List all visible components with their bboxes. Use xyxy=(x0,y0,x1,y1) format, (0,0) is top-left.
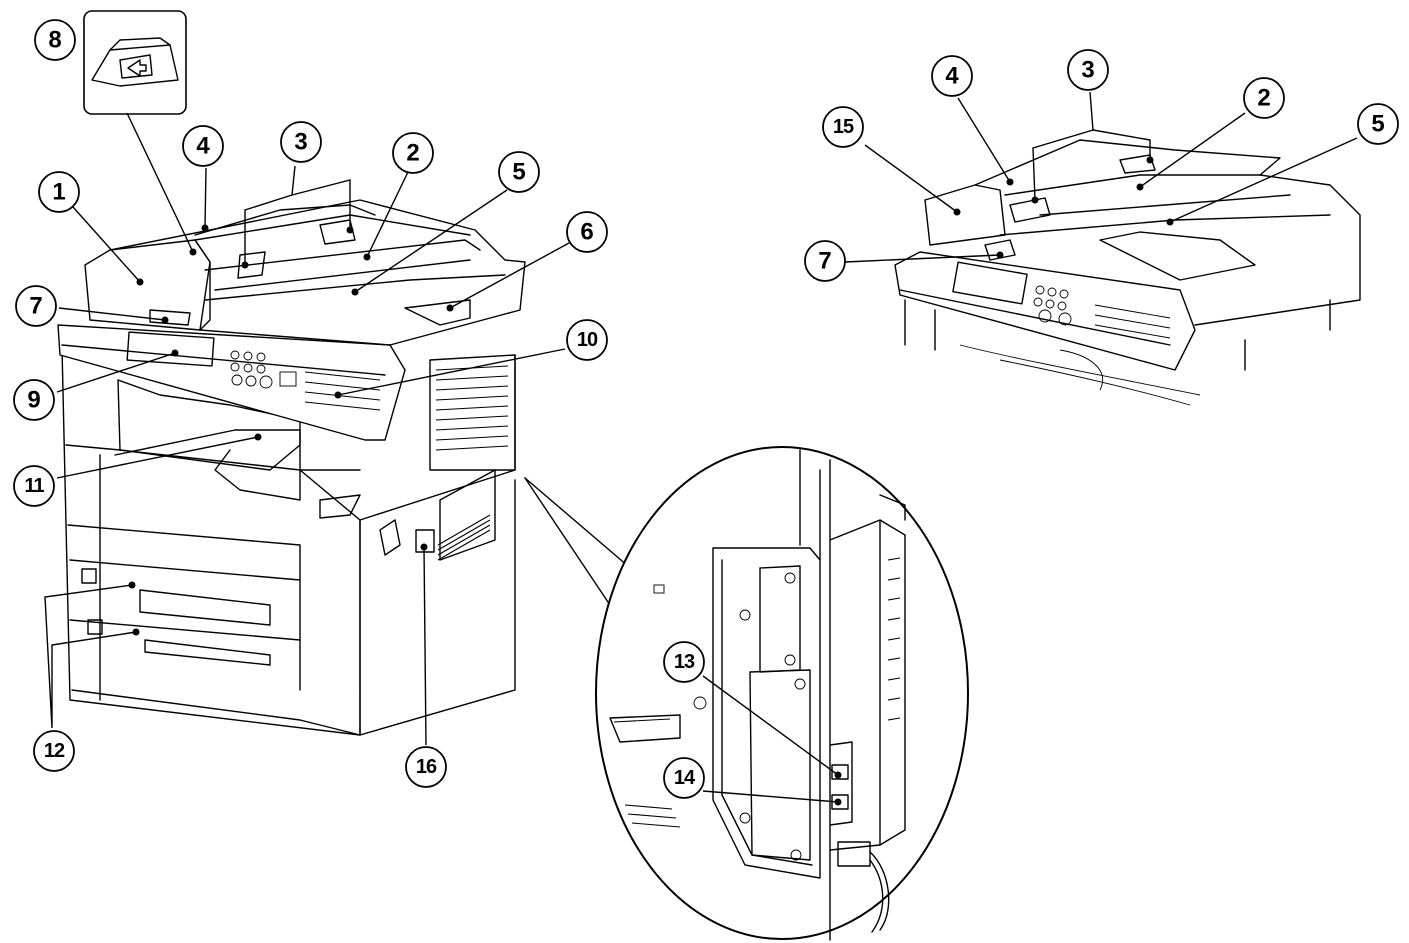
vent-grille xyxy=(437,514,491,561)
svg-text:2: 2 xyxy=(406,140,419,167)
svg-text:7: 7 xyxy=(29,293,42,320)
svg-text:7: 7 xyxy=(818,248,831,275)
svg-text:11: 11 xyxy=(24,475,44,497)
svg-text:14: 14 xyxy=(674,767,696,789)
callout-16: 16 xyxy=(405,746,447,788)
callout-13: 13 xyxy=(663,641,705,683)
finisher-inset xyxy=(83,10,187,115)
callout-4-main: 4 xyxy=(182,125,224,167)
svg-text:10: 10 xyxy=(577,329,598,351)
svg-text:4: 4 xyxy=(945,63,959,90)
svg-text:5: 5 xyxy=(1371,111,1384,138)
main-copier-illustration xyxy=(57,199,526,736)
connector-detail-zoom xyxy=(524,446,969,941)
callout-2-alt: 2 xyxy=(1243,77,1285,119)
svg-text:4: 4 xyxy=(196,133,210,160)
detail-vent xyxy=(887,557,901,721)
leader-lines xyxy=(44,91,1358,806)
alternate-copier-illustration xyxy=(894,139,1361,406)
svg-text:13: 13 xyxy=(674,651,695,673)
svg-text:12: 12 xyxy=(44,740,65,762)
svg-text:8: 8 xyxy=(48,27,61,54)
callout-11: 11 xyxy=(13,465,55,507)
svg-text:9: 9 xyxy=(27,387,40,414)
callout-7-main: 7 xyxy=(15,285,57,327)
callouts: 1 2 3 4 5 6 7 8 9 10 11 12 16 15 4 3 2 5… xyxy=(13,19,1399,799)
svg-text:6: 6 xyxy=(580,219,593,246)
svg-text:1: 1 xyxy=(52,179,65,206)
panel-keys xyxy=(230,350,381,411)
callout-2-main: 2 xyxy=(392,132,434,174)
svg-text:16: 16 xyxy=(416,756,437,778)
callout-9: 9 xyxy=(13,379,55,421)
svg-text:15: 15 xyxy=(833,116,854,138)
callout-14: 14 xyxy=(663,757,705,799)
svg-text:5: 5 xyxy=(512,159,525,186)
callout-4-alt: 4 xyxy=(931,55,973,97)
callout-8: 8 xyxy=(34,19,76,61)
callout-1: 1 xyxy=(38,171,80,213)
callout-3-main: 3 xyxy=(280,121,322,163)
svg-text:3: 3 xyxy=(1081,57,1094,84)
svg-text:3: 3 xyxy=(294,129,307,156)
callout-5-main: 5 xyxy=(498,151,540,193)
callout-6: 6 xyxy=(566,211,608,253)
callout-3-alt: 3 xyxy=(1067,49,1109,91)
svg-text:2: 2 xyxy=(1257,85,1270,112)
callout-10: 10 xyxy=(566,319,608,361)
callout-15: 15 xyxy=(822,106,864,148)
callout-7-alt: 7 xyxy=(804,240,846,282)
callout-12: 12 xyxy=(33,730,75,772)
callout-5-alt: 5 xyxy=(1357,103,1399,145)
